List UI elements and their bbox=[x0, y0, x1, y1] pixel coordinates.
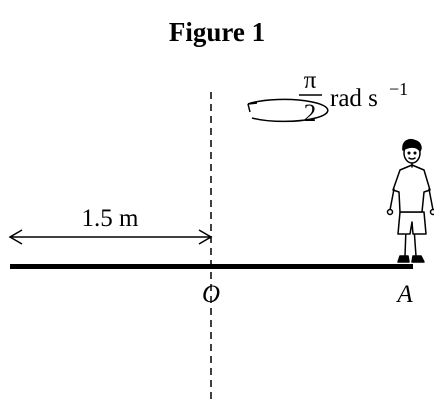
angular-velocity-denominator: 2 bbox=[304, 100, 317, 127]
person-figure-icon bbox=[386, 138, 434, 263]
distance-arrow bbox=[8, 229, 213, 245]
figure-title: Figure 1 bbox=[169, 17, 265, 47]
point-o-label: O bbox=[202, 281, 220, 308]
angular-velocity-label: π 2 rad s −1 bbox=[299, 67, 408, 127]
angular-velocity-units: rad s bbox=[330, 85, 378, 112]
point-a-label: A bbox=[395, 281, 413, 308]
angular-velocity-numerator: π bbox=[304, 67, 317, 94]
distance-label: 1.5 m bbox=[82, 205, 140, 232]
angular-velocity-exponent: −1 bbox=[389, 79, 408, 99]
rotation-arrow-icon bbox=[247, 98, 329, 123]
rod bbox=[10, 264, 413, 269]
